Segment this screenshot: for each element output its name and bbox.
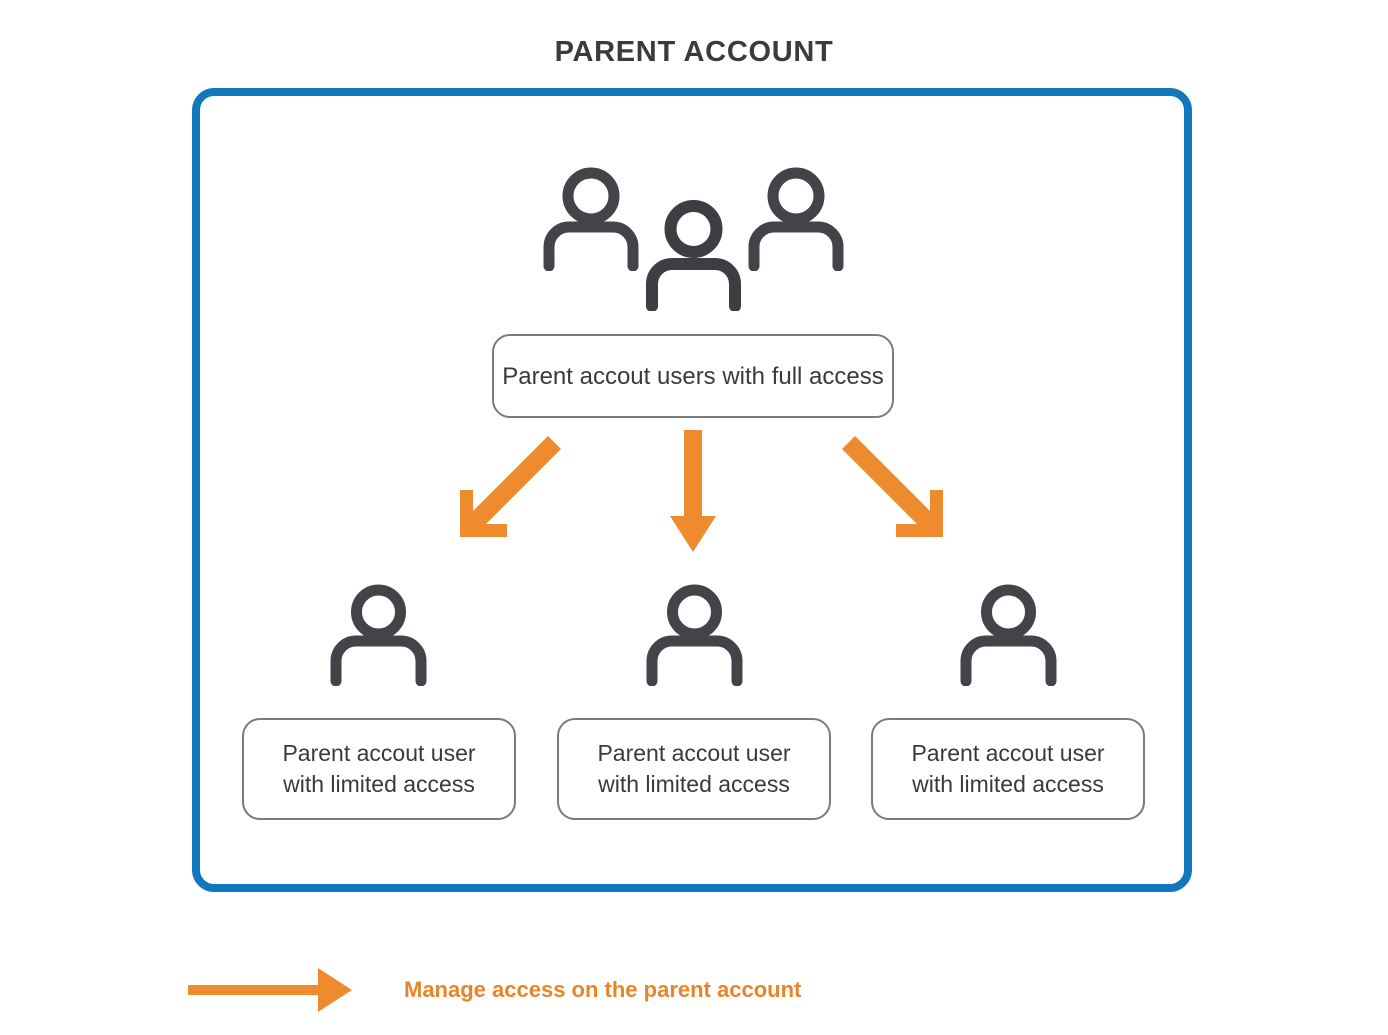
limited-access-label-box-2: Parent accout user with limited access xyxy=(557,718,831,820)
arrow-down-left xyxy=(440,432,565,547)
arrow-down-right xyxy=(838,432,963,547)
limited-access-label-line-2: with limited access xyxy=(912,771,1104,797)
person-icon-3 xyxy=(959,582,1058,686)
full-access-label-box: Parent accout users with full access xyxy=(492,334,894,418)
legend-arrow-right-icon xyxy=(186,962,354,1018)
page-title: PARENT ACCOUNT xyxy=(554,36,834,68)
users-group-icon-center xyxy=(645,198,742,311)
legend-text: Manage access on the parent account xyxy=(404,977,802,1002)
person-icon-2 xyxy=(645,582,744,686)
limited-access-label-line-1: Parent accout user xyxy=(597,740,791,766)
users-group-icon-left xyxy=(541,165,641,271)
limited-access-label-line-2: with limited access xyxy=(598,771,790,797)
legend: Manage access on the parent account xyxy=(186,958,1086,1022)
limited-access-label-line-1: Parent accout user xyxy=(282,740,476,766)
limited-access-label-line-1: Parent accout user xyxy=(911,740,1105,766)
arrow-down xyxy=(670,430,716,554)
limited-access-label-line-2: with limited access xyxy=(283,771,475,797)
person-icon-1 xyxy=(329,582,428,686)
full-access-label-text: Parent accout users with full access xyxy=(502,362,884,390)
limited-access-label-box-3: Parent accout user with limited access xyxy=(871,718,1145,820)
limited-access-label-box-1: Parent accout user with limited access xyxy=(242,718,516,820)
users-group-icon-right xyxy=(746,165,846,271)
